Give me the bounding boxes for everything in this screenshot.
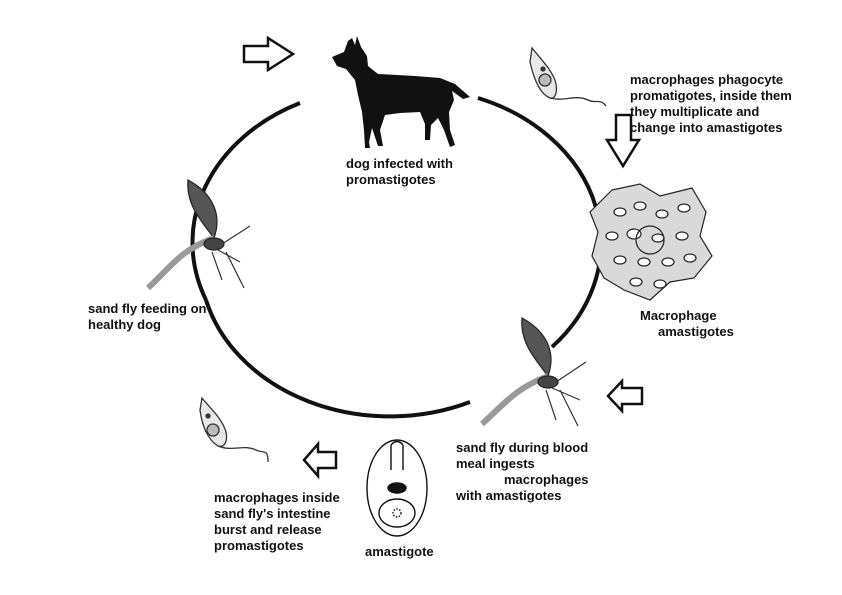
feeding-label: sand fly feeding on healthy dog — [88, 301, 206, 333]
feeding-label-line: sand fly feeding on — [88, 301, 207, 316]
amastigote-label: amastigote — [365, 544, 434, 559]
phagocyte-label-line: they multiplicate and — [630, 104, 760, 119]
burst-label: macrophages inside sand fly's intestine … — [214, 490, 340, 554]
feeding-label-line: healthy dog — [88, 317, 161, 332]
dog-icon — [332, 36, 470, 148]
phagocyte-label: macrophages phagocyte promatigotes, insi… — [630, 72, 792, 136]
bloodmeal-label-line: sand fly during blood — [456, 440, 589, 455]
macrophage-label-line: amastigotes — [658, 324, 734, 339]
macrophage-label: Macrophage amastigotes — [640, 308, 734, 340]
amastigote-icon — [366, 439, 428, 537]
dog-label: dog infected with promastigotes — [346, 156, 453, 188]
burst-label-line: sand fly's intestine — [214, 506, 331, 521]
burst-label-line: promastigotes — [214, 538, 304, 553]
cycle-arc — [190, 96, 603, 419]
phagocyte-label-line: promatigotes, inside them — [630, 88, 792, 103]
bloodmeal-label-line: meal ingests — [456, 456, 535, 471]
bloodmeal-label-line: with amastigotes — [456, 488, 562, 503]
sand-fly-icon — [479, 317, 587, 427]
macrophage-label-line: Macrophage — [640, 308, 717, 323]
macrophage-icon — [589, 183, 713, 301]
left-arrow-icon — [606, 377, 644, 415]
left-arrow-icon — [302, 440, 338, 480]
burst-label-line: burst and release — [214, 522, 322, 537]
burst-label-line: macrophages inside — [214, 490, 340, 505]
promastigote-icon — [529, 46, 607, 107]
bloodmeal-label-line: macrophages — [504, 472, 589, 487]
phagocyte-label-line: macrophages phagocyte — [630, 72, 784, 87]
right-arrow-icon — [242, 35, 296, 73]
promastigote-icon — [199, 396, 269, 463]
dog-label-line: promastigotes — [346, 172, 436, 187]
sand-fly-icon — [145, 179, 251, 291]
phagocyte-label-line: change into amastigotes — [630, 120, 783, 135]
down-arrow-icon — [604, 113, 642, 169]
dog-label-line: dog infected with — [346, 156, 453, 171]
bloodmeal-label: sand fly during blood meal ingests macro… — [456, 440, 589, 504]
